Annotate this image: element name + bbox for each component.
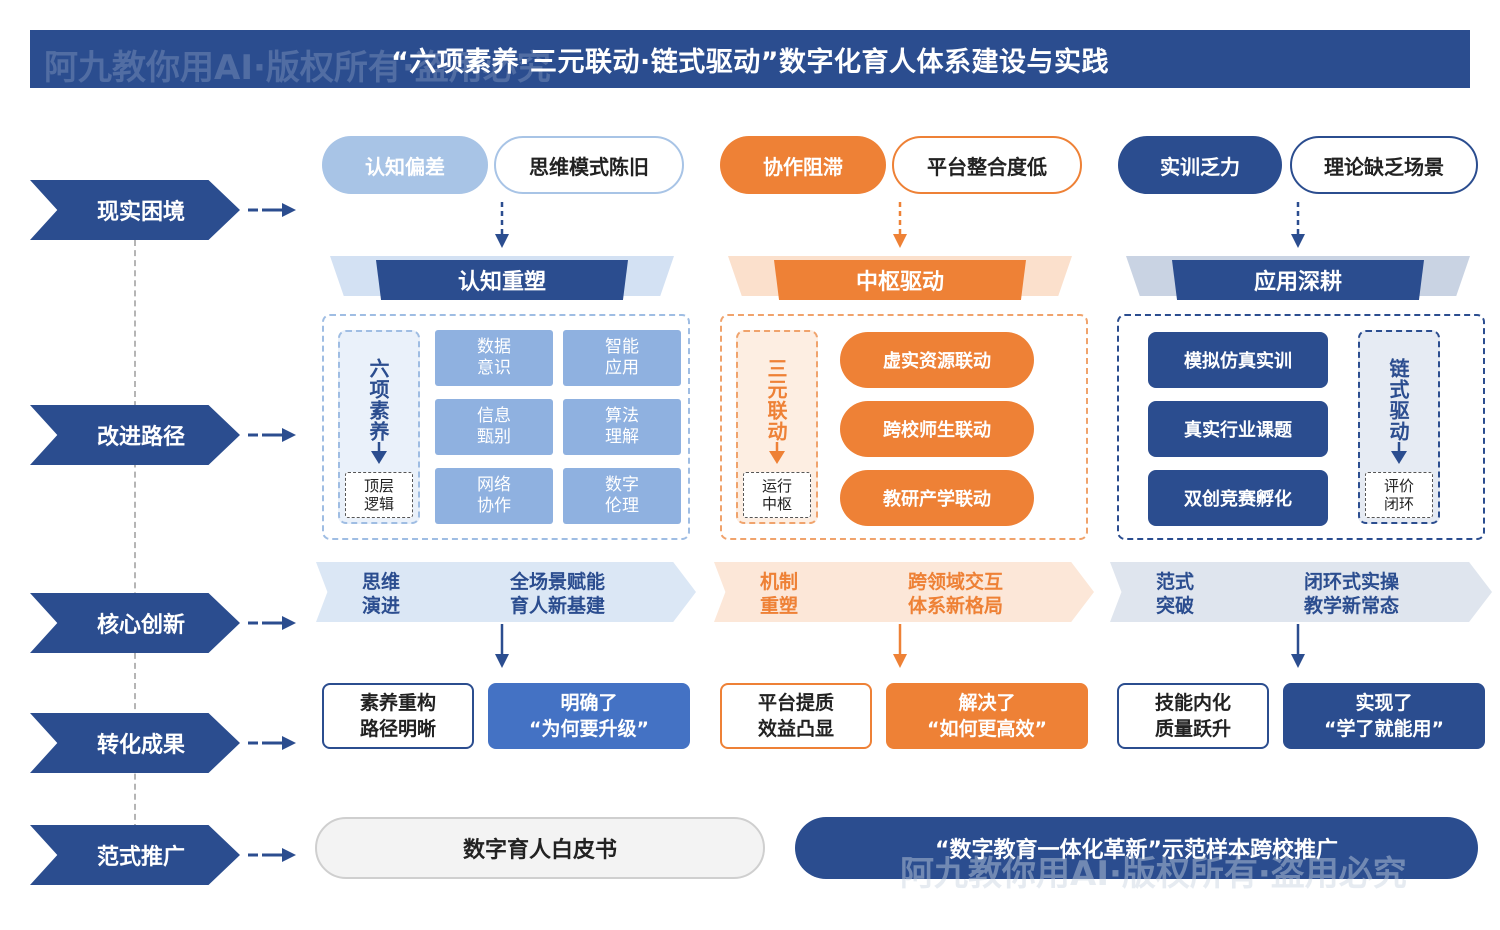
path-box: [720, 314, 1088, 540]
innovation-chevron: [714, 562, 1094, 622]
whitepaper-pill: 数字育人白皮书: [315, 817, 765, 879]
down-arrow-icon: [371, 442, 387, 464]
side-sublabel: 顶层 逻辑: [345, 472, 413, 518]
linkage-item: 教研产学联动: [840, 470, 1034, 526]
stage-path: 改进路径: [30, 405, 240, 465]
down-arrow-icon: [1291, 624, 1305, 668]
stage-connector-line: [134, 240, 136, 830]
page-title: “六项素养·三元联动·链式驱动”数字化育人体系建设与实践: [390, 46, 1109, 78]
stage-label: 核心创新: [96, 613, 185, 638]
innovation-chevron: [316, 562, 696, 622]
problem-pill: 理论缺乏场景: [1290, 136, 1478, 194]
practice-item: 双创竞赛孵化: [1148, 470, 1328, 526]
down-arrow-icon: [495, 202, 509, 248]
innovation-chevron: [1110, 562, 1492, 622]
problem-pill: 思维模式陈旧: [494, 136, 684, 194]
result-box-highlight: 解决了 “如何更高效”: [886, 683, 1088, 749]
problem-pill: 认知偏差: [322, 136, 488, 194]
literacy-tile: 信息 甄别: [435, 399, 553, 455]
stage-arrow-icon: [248, 848, 296, 862]
result-box-highlight: 实现了 “学了就能用”: [1283, 683, 1485, 749]
down-arrow-icon: [1291, 202, 1305, 248]
linkage-item: 虚实资源联动: [840, 332, 1034, 388]
result-box: 技能内化 质量跃升: [1117, 683, 1269, 749]
title-bar: [30, 30, 1470, 88]
problem-pill: 平台整合度低: [892, 136, 1082, 194]
result-box: 平台提质 效益凸显: [720, 683, 872, 749]
stage-banner: 认知重塑: [376, 260, 628, 300]
literacy-tile: 智能 应用: [563, 330, 681, 386]
innovation-left: 机制 重塑: [760, 571, 799, 617]
down-arrow-icon: [1391, 442, 1407, 464]
innovation-right: 跨领域交互 体系新格局: [908, 571, 1004, 617]
stage-banner: 中枢驱动: [774, 260, 1026, 300]
practice-item: 模拟仿真实训: [1148, 332, 1328, 388]
stage-label: 转化成果: [96, 733, 185, 758]
side-label: 六项素养: [366, 358, 390, 442]
literacy-tile: 数字 伦理: [563, 468, 681, 524]
stage-results: 转化成果: [30, 713, 240, 773]
side-label: 链式驱动: [1386, 358, 1410, 442]
stage-innovation: 核心创新: [30, 593, 240, 653]
result-box-highlight: 明确了 “为何要升级”: [488, 683, 690, 749]
literacy-tile: 数据 意识: [435, 330, 553, 386]
stage-arrow-icon: [248, 203, 296, 217]
stage-label: 改进路径: [96, 425, 185, 450]
stage-banner: 应用深耕: [1172, 260, 1424, 300]
stage-promotion: 范式推广: [30, 825, 240, 885]
stage-arrow-icon: [248, 736, 296, 750]
stage-label: 现实困境: [96, 200, 185, 225]
innovation-left: 范式 突破: [1156, 571, 1195, 617]
watermark-top: 阿九教你用AI·版权所有·盗用必究: [44, 48, 551, 88]
practice-item: 真实行业课题: [1148, 401, 1328, 457]
side-sublabel: 评价 闭环: [1365, 472, 1433, 518]
innovation-right: 闭环式实操 教学新常态: [1304, 571, 1400, 617]
stage-label: 范式推广: [96, 845, 185, 870]
literacy-tile: 算法 理解: [563, 399, 681, 455]
down-arrow-icon: [893, 202, 907, 248]
down-arrow-icon: [893, 624, 907, 668]
stage-reality: 现实困境: [30, 180, 240, 240]
problem-pill: 实训乏力: [1118, 136, 1282, 194]
down-arrow-icon: [495, 624, 509, 668]
side-sublabel: 运行 中枢: [743, 472, 811, 518]
down-arrow-icon: [769, 442, 785, 464]
side-label: 三元联动: [764, 358, 788, 442]
path-box: [1117, 314, 1485, 540]
problem-pill: 协作阻滞: [720, 136, 886, 194]
result-box: 素养重构 路径明晰: [322, 683, 474, 749]
path-box: [322, 314, 690, 540]
literacy-tile: 网络 协作: [435, 468, 553, 524]
innovation-right: 全场景赋能 育人新基建: [510, 571, 606, 617]
stage-arrow-icon: [248, 428, 296, 442]
cross-school-promotion-pill: “数字教育一体化革新”示范样本跨校推广: [795, 817, 1478, 879]
watermark-bottom: 阿九教你用AI·版权所有·盗用必究: [900, 854, 1407, 894]
innovation-left: 思维 演进: [362, 571, 401, 617]
linkage-item: 跨校师生联动: [840, 401, 1034, 457]
stage-arrow-icon: [248, 616, 296, 630]
